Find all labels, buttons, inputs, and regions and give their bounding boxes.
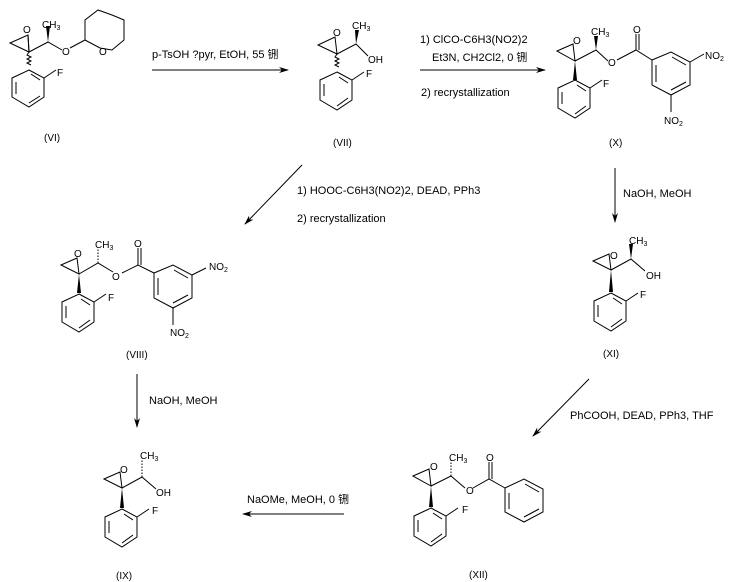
compound-XI: O CH3 OH F (XI) (591, 236, 661, 360)
oxygen-atom: O (333, 28, 341, 39)
compound-label-IX: (IX) (116, 571, 132, 582)
oxygen-atom: O (610, 251, 618, 262)
oxygen-atom: O (99, 47, 107, 58)
reaction-arrow-3 (244, 164, 303, 225)
reaction-conditions-4: NaOH, MeOH (623, 188, 692, 200)
compound-label-XII: (XII) (469, 570, 488, 581)
ester-oxygen: O (466, 486, 474, 497)
nitro-group: NO2 (664, 116, 683, 128)
methyl-group: CH3 (591, 27, 609, 39)
fluorine-atom: F (462, 505, 468, 516)
methyl-group: CH3 (140, 451, 158, 463)
hydroxyl-group: OH (646, 271, 661, 282)
carbonyl-oxygen: O (134, 239, 142, 250)
compound-label-VII: (VII) (333, 138, 352, 149)
nitro-group: NO2 (170, 328, 189, 340)
oxygen-atom: O (62, 47, 70, 58)
compound-label-VI: (VI) (44, 133, 60, 144)
reaction-conditions-6: PhCOOH, DEAD, PPh3, THF (570, 410, 714, 422)
compound-label-X: (X) (609, 138, 622, 149)
reaction-conditions-3-line-2: 2) recrystallization (297, 213, 386, 225)
oxygen-atom: O (430, 462, 438, 473)
methyl-group: CH3 (352, 21, 370, 33)
fluorine-atom: F (152, 506, 158, 517)
oxygen-atom: O (120, 465, 128, 476)
compound-X: O CH3 O O F NO2 NO2 (X) (555, 25, 724, 149)
compound-VIII: O CH3 O O F NO2 NO2 (VIII) (59, 239, 228, 361)
fluorine-atom: F (640, 290, 646, 301)
reaction-conditions-5: NaOH, MeOH (149, 395, 218, 407)
nitro-group: NO2 (209, 262, 228, 274)
hydroxyl-group: OH (156, 488, 171, 499)
compound-VII: O CH3 OH F (VII) (316, 21, 383, 149)
nitro-group: NO2 (705, 51, 724, 63)
compound-label-XI: (XI) (603, 349, 619, 360)
fluorine-atom: F (57, 68, 63, 79)
hydroxyl-group: OH (368, 55, 383, 66)
fluorine-atom: F (108, 293, 114, 304)
compound-XII: O CH3 O O F (XII) (411, 453, 544, 581)
fluorine-atom: F (603, 79, 609, 90)
compound-VI: O CH3 O O F (VI) (8, 9, 125, 144)
oxygen-atom: O (573, 36, 581, 47)
methyl-group: CH3 (449, 453, 467, 465)
fluorine-atom: F (366, 69, 372, 80)
reaction-arrow-6 (532, 378, 590, 437)
reaction-conditions-3-line-1: 1) HOOC-C6H3(NO2)2, DEAD, PPh3 (297, 185, 480, 197)
methyl-group: CH3 (629, 236, 647, 248)
reaction-conditions-2-line-2: Et3N, CH2Cl2, 0 铏 (432, 50, 527, 64)
reaction-conditions-2-line-3: 2) recrystallization (421, 87, 510, 99)
oxygen-atom: O (23, 25, 31, 36)
reaction-conditions-1: p-TsOH ?pyr, EtOH, 55 铏 (152, 47, 279, 61)
reaction-conditions-7: NaOMe, MeOH, 0 铏 (247, 492, 349, 506)
reaction-conditions-2-line-1: 1) ClCO-C6H3(NO2)2 (420, 34, 528, 46)
carbonyl-oxygen: O (486, 453, 494, 464)
methyl-group: CH3 (42, 20, 60, 32)
methyl-group: CH3 (95, 240, 113, 252)
carbonyl-oxygen: O (633, 25, 641, 36)
ester-oxygen: O (608, 58, 616, 69)
compound-IX: O CH3 OH F (IX) (102, 451, 171, 582)
oxygen-atom: O (74, 249, 82, 260)
ester-oxygen: O (112, 272, 120, 283)
compound-label-VIII: (VIII) (126, 350, 148, 361)
